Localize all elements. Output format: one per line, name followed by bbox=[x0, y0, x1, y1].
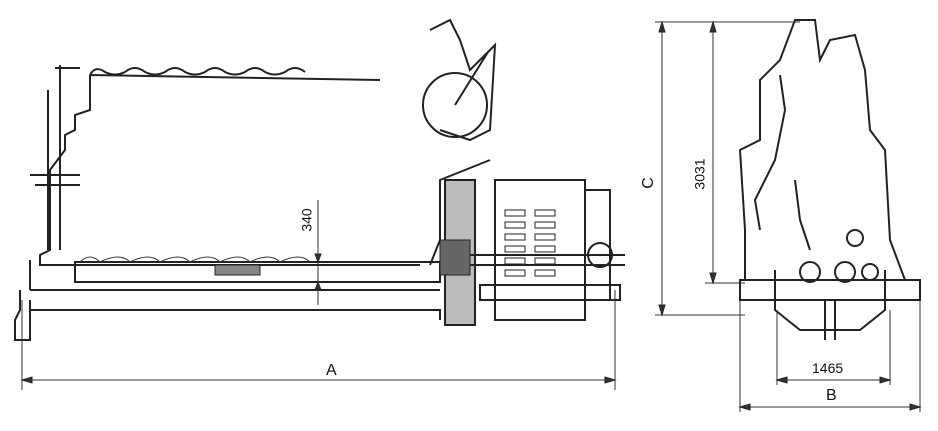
dimension-3031-label: 3031 bbox=[691, 158, 708, 190]
side-view bbox=[14, 18, 625, 390]
dimension-a-label: A bbox=[326, 362, 337, 379]
dimension-c-label: C bbox=[639, 177, 657, 189]
dimension-1465-label: 1465 bbox=[812, 360, 844, 376]
dimension-b-label: B bbox=[826, 387, 837, 404]
dimension-340-label: 340 bbox=[298, 208, 315, 232]
end-view bbox=[655, 19, 922, 412]
